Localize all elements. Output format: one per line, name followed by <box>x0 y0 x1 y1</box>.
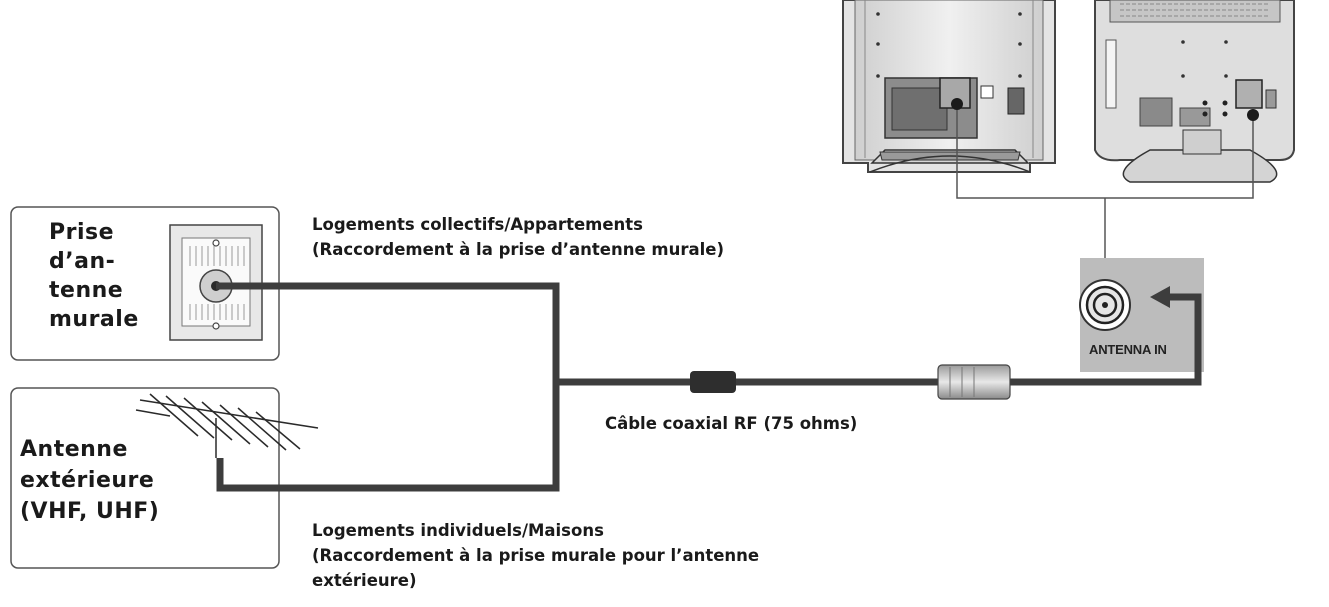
outdoor-antenna-box <box>10 387 319 569</box>
antenna-in-label: ANTENNA IN <box>1089 342 1167 357</box>
tv-rear-left <box>842 0 1056 173</box>
antenna-in-panel <box>1079 258 1204 372</box>
tv-rear-right <box>1094 0 1295 183</box>
caption-coax-cable: Câble coaxial RF (75 ohms) <box>605 414 858 433</box>
coaxial-cable <box>216 282 1202 492</box>
outdoor-antenna-icon <box>135 393 319 458</box>
caption-single-family: Logements individuels/Maisons (Raccordem… <box>312 521 760 590</box>
caption-multi-dwelling: Logements collectifs/Appartements (Racco… <box>312 215 725 259</box>
outdoor-antenna-label: Antenne extérieure (VHF, UHF) <box>20 437 160 524</box>
wall-jack-label: Prise d’an- tenne murale <box>49 220 139 332</box>
